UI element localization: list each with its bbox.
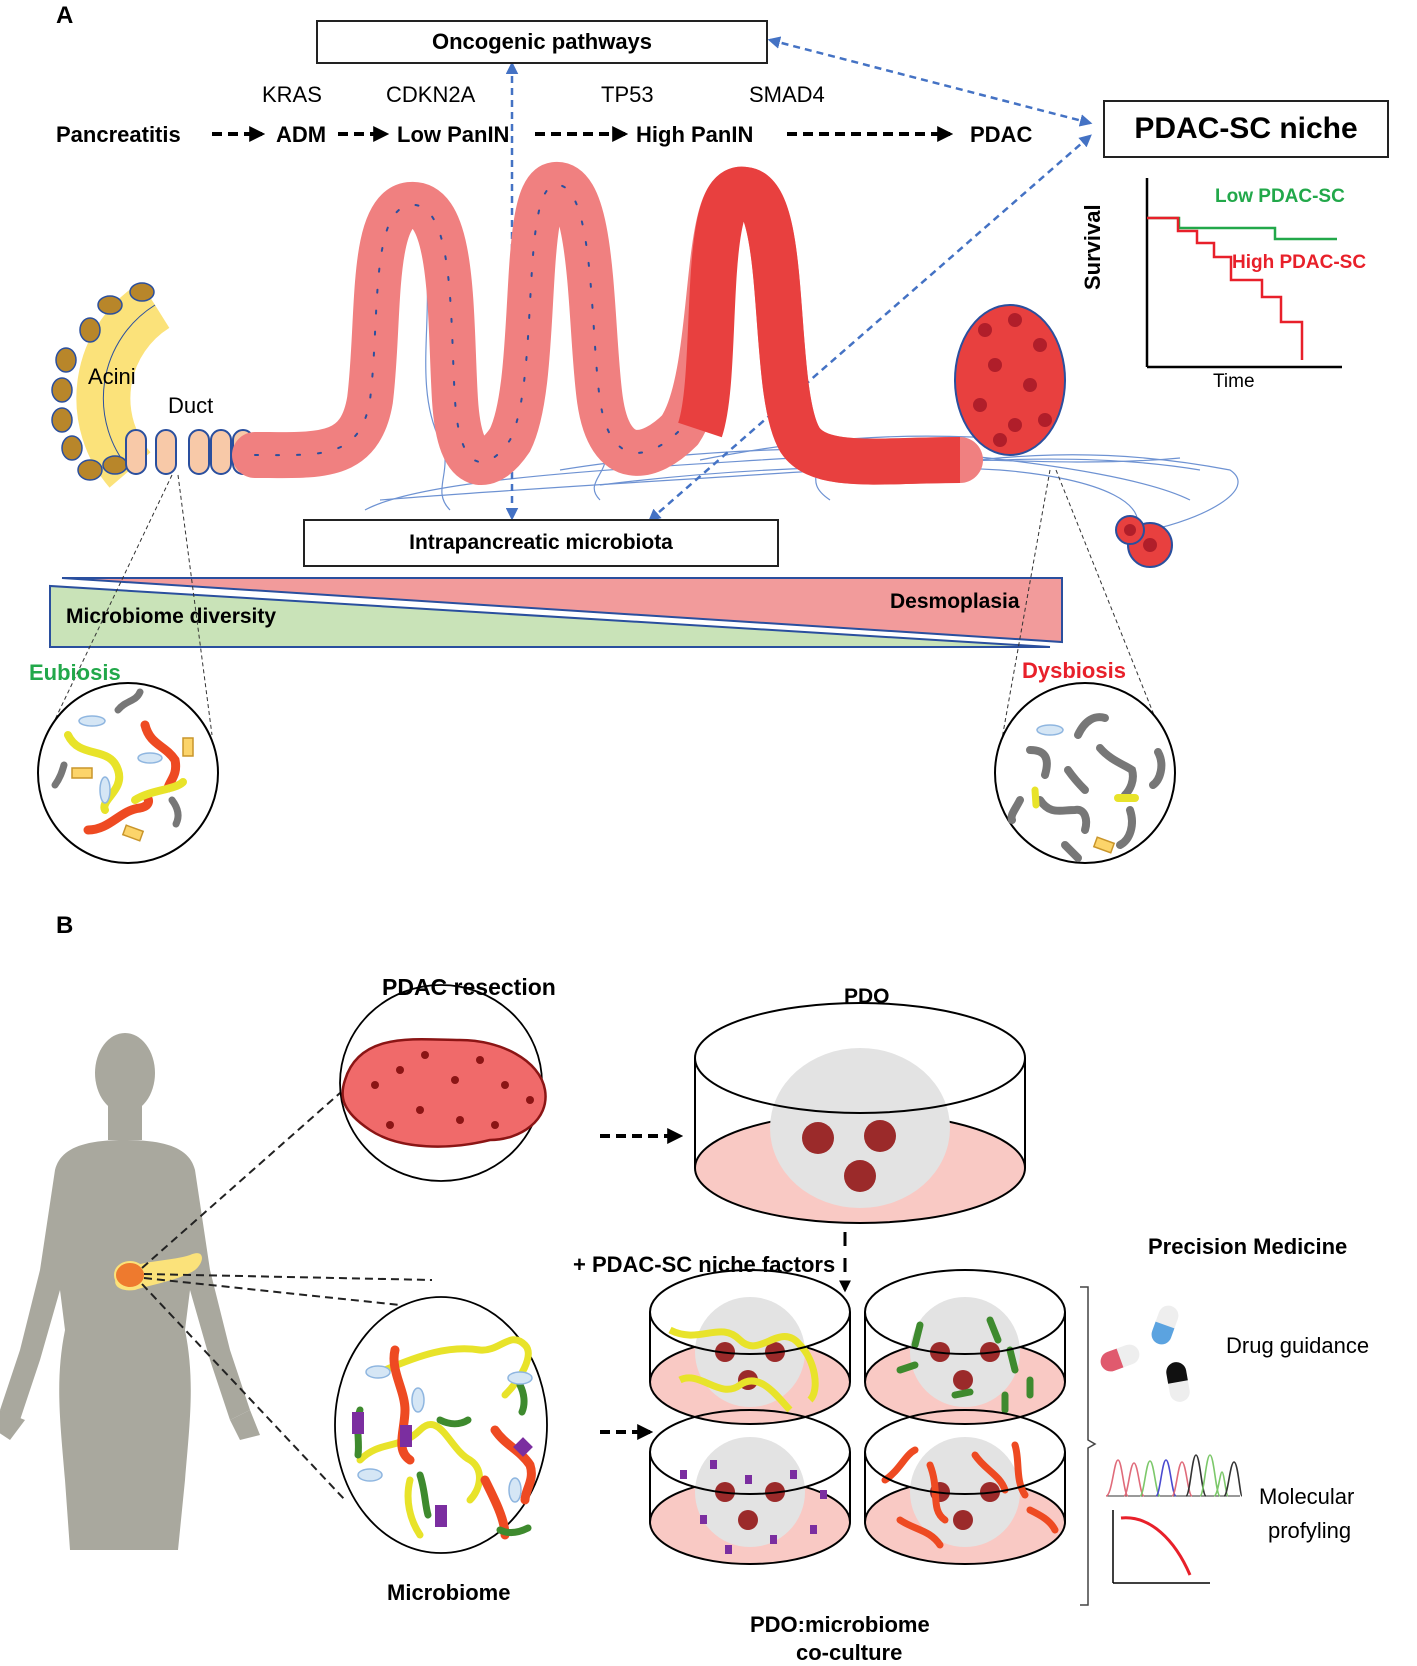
microbiome-diversity-label: Microbiome diversity <box>66 605 277 628</box>
molecular-label-line2: profyling <box>1268 1518 1352 1543</box>
eubiosis-bacteria <box>51 688 194 842</box>
high-panin-overlay <box>677 166 961 485</box>
bracket <box>1080 1286 1097 1606</box>
gene-cdkn2a: CDKN2A <box>386 82 476 107</box>
desmoplasia-label: Desmoplasia <box>890 590 1020 613</box>
stage-pancreatitis: Pancreatitis <box>56 122 181 147</box>
acini-nuclei <box>51 282 155 481</box>
zoom-lines <box>49 469 1161 751</box>
coculture-dish-purple <box>649 1409 851 1565</box>
molecular-label-line1: Molecular <box>1259 1484 1355 1509</box>
intrapancreatic-microbiota-box: Intrapancreatic microbiota <box>303 519 779 567</box>
intrapancreatic-microbiota-label: Intrapancreatic microbiota <box>409 531 673 554</box>
survival-ylabel: Survival <box>1080 204 1105 290</box>
microbiome-bacteria <box>352 1336 536 1540</box>
niche-factors-label: + PDAC-SC niche factors <box>573 1252 836 1277</box>
body-zoom-lines <box>141 1092 433 1501</box>
survival-plot-axes <box>1145 178 1342 369</box>
oncogenic-pathways-label: Oncogenic pathways <box>431 29 653 54</box>
coculture-dish-orange <box>864 1409 1066 1565</box>
drug-guidance-label: Drug guidance <box>1226 1333 1370 1358</box>
pdo-label: PDO <box>844 985 890 1008</box>
eubiosis-label: Eubiosis <box>29 660 121 685</box>
oncogenic-pathways-box: Oncogenic pathways <box>316 20 768 64</box>
coculture-dish-green <box>864 1269 1066 1425</box>
microbiome-label: Microbiome <box>387 1580 511 1605</box>
pdac-resection-label: PDAC resection <box>382 974 556 1000</box>
tumor <box>114 1261 146 1289</box>
survival-curve-high <box>1147 216 1304 360</box>
chromatogram-icon <box>1105 1454 1243 1497</box>
acini-label: Acini <box>88 364 136 389</box>
panel-a-letter: A <box>56 2 74 29</box>
pills-icon <box>1100 1305 1190 1402</box>
legend-low-pdac-sc: Low PDAC-SC <box>1215 186 1345 207</box>
duct-label: Duct <box>168 393 214 418</box>
panin-folds <box>232 162 983 485</box>
gene-tp53: TP53 <box>601 82 654 107</box>
survival-xlabel: Time <box>1213 371 1255 392</box>
pdac-cluster <box>954 304 1173 568</box>
tumor-cells <box>341 1037 547 1148</box>
gradient-bar <box>49 577 1063 648</box>
gene-smad4: SMAD4 <box>749 82 825 107</box>
dysbiosis-circle <box>994 682 1176 864</box>
stage-pdac: PDAC <box>970 122 1033 147</box>
dose-response-icon <box>1112 1510 1210 1584</box>
human-silhouette <box>0 1033 260 1550</box>
pdac-sc-niche-box: PDAC-SC niche <box>1103 100 1389 158</box>
dysbiosis-bacteria <box>1007 713 1166 862</box>
stage-high-panin: High PanIN <box>636 122 754 147</box>
stage-adm: ADM <box>276 122 327 147</box>
survival-curve-low <box>1147 216 1337 241</box>
panel-b-letter: B <box>56 912 74 939</box>
stage-low-panin: Low PanIN <box>397 122 510 147</box>
coculture-label-line2: co-culture <box>796 1640 903 1665</box>
legend-high-pdac-sc: High PDAC-SC <box>1232 252 1367 273</box>
coculture-label-line1: PDO:microbiome <box>750 1612 930 1637</box>
gene-kras: KRAS <box>262 82 322 107</box>
pdac-nuclei <box>973 313 1157 552</box>
precision-medicine-title: Precision Medicine <box>1148 1234 1348 1259</box>
pdac-sc-niche-label: PDAC-SC niche <box>1134 112 1358 145</box>
coculture-dish-yellow <box>649 1269 851 1425</box>
pdo-dish <box>694 1002 1026 1224</box>
acini-cells <box>76 282 171 488</box>
dysbiosis-label: Dysbiosis <box>1022 658 1126 683</box>
eubiosis-circle <box>37 682 219 864</box>
tumor-cell-nuclei <box>371 1051 534 1129</box>
